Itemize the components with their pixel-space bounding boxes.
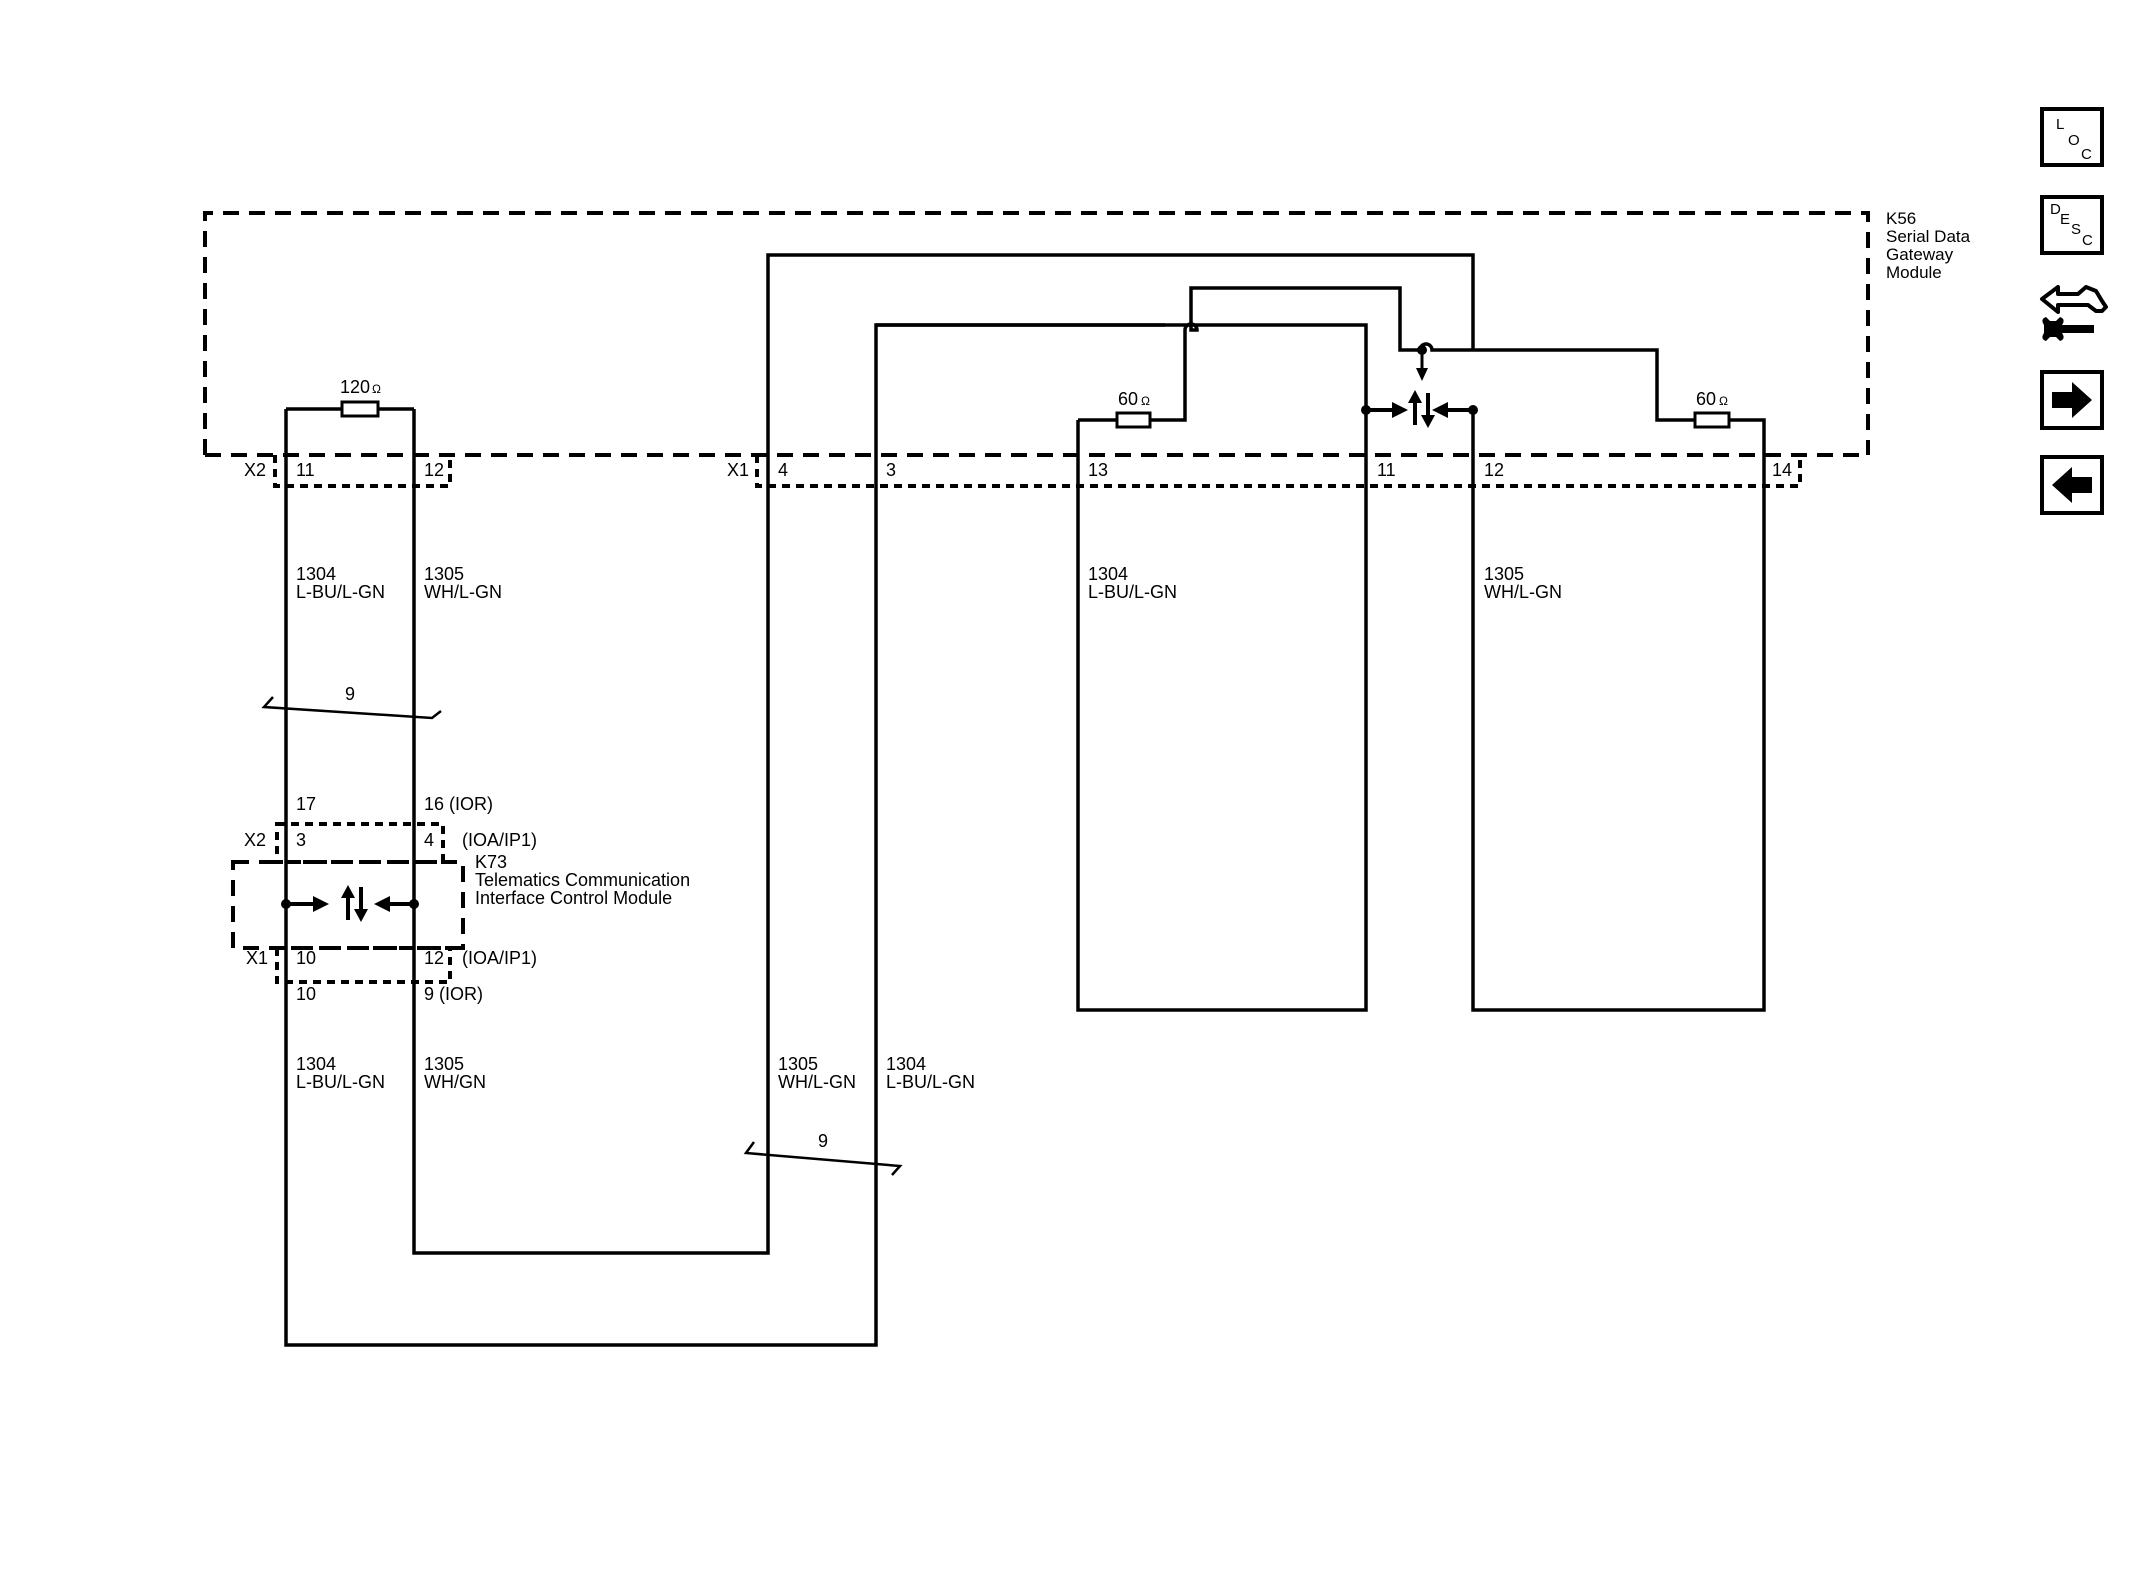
wire-label-color: WH/GN	[424, 1072, 486, 1092]
r120-resistor	[340, 400, 380, 418]
loc-letter-c: C	[2081, 146, 2092, 163]
k56-x2-connector-shell	[273, 455, 452, 488]
k56-name-line1: Serial Data	[1886, 227, 1971, 246]
pin-k73-x1-12: 12	[424, 948, 444, 968]
wire-label-circuit: 1304	[886, 1054, 926, 1074]
k56-name-line2: Gateway	[1886, 245, 1954, 264]
pin-k73-x2-4: 4	[424, 830, 434, 850]
pin-inline-9: 9 (IOR)	[424, 984, 483, 1004]
twist-count-label: 9	[345, 684, 355, 704]
wire-label-color: L-BU/L-GN	[296, 1072, 385, 1092]
k73-name-line2: Interface Control Module	[475, 888, 672, 908]
k56-module-boundary	[203, 211, 1870, 455]
pin-k56-x1-12: 12	[1484, 460, 1504, 480]
pin-k56-x1-14: 14	[1772, 460, 1792, 480]
k73-x2-connector-shell	[275, 822, 445, 864]
desc-letter-s: S	[2071, 221, 2082, 238]
r60b-value: 60	[1696, 389, 1716, 409]
pin-k56-x2-11: 11	[296, 460, 315, 480]
k73-transceiver-symbol	[281, 885, 419, 922]
wire-label-circuit: 1304	[296, 1054, 336, 1074]
wire-1304-upper-left	[284, 323, 1165, 1347]
twist-count-label: 9	[818, 1131, 828, 1151]
pin-k73-x1-10: 10	[296, 948, 316, 968]
desc-letter-e: E	[2060, 211, 2071, 228]
desc-letter-c: C	[2082, 232, 2093, 249]
wire-label-circuit: 1305	[424, 564, 464, 584]
wire-label-color: WH/L-GN	[424, 582, 502, 602]
previous-button[interactable]	[2040, 455, 2104, 515]
wire-label-color: WH/L-GN	[778, 1072, 856, 1092]
r60a-value: 60	[1118, 389, 1138, 409]
r60b-unit: Ω	[1719, 394, 1728, 408]
pin-k56-x1-11: 11	[1377, 460, 1396, 480]
k56-transceiver-symbol	[1361, 345, 1478, 428]
wire-label-circuit: 1305	[1484, 564, 1524, 584]
arrow-right-icon	[2052, 382, 2092, 418]
desc-letter-d: D	[2050, 201, 2061, 218]
wire-label-color: WH/L-GN	[1484, 582, 1562, 602]
wire-1305-upper-left	[412, 253, 1475, 1255]
twisted-pair-marker-2	[743, 1141, 903, 1176]
pin-inline-17: 17	[296, 794, 316, 814]
pin-k73-x2-4-option: (IOA/IP1)	[462, 830, 537, 850]
k56-ref-label: K56	[1886, 209, 1916, 228]
pin-k56-x1-3: 3	[886, 460, 896, 480]
pin-k56-x1-13: 13	[1088, 460, 1108, 480]
repair-info-button[interactable]	[2036, 277, 2110, 347]
k73-x1-connector-label: X1	[246, 948, 268, 968]
loc-letter-o: O	[2068, 132, 2080, 149]
location-button[interactable]: L O C	[2040, 107, 2104, 167]
k56-x2-connector-label: X2	[244, 460, 266, 480]
wire-paths	[284, 253, 1766, 1347]
k73-x1-connector-shell	[275, 946, 452, 984]
pin-k73-x2-3: 3	[296, 830, 306, 850]
arrow-left-icon	[2052, 467, 2092, 503]
wire-label-circuit: 1305	[778, 1054, 818, 1074]
k73-x2-connector-label: X2	[244, 830, 266, 850]
k56-x1-connector-shell	[755, 455, 1802, 488]
wire-label-circuit: 1304	[296, 564, 336, 584]
wire-label-color: L-BU/L-GN	[886, 1072, 975, 1092]
wire-label-color: L-BU/L-GN	[1088, 582, 1177, 602]
k56-name-line3: Module	[1886, 263, 1942, 282]
r120-unit: Ω	[372, 382, 381, 396]
twisted-pair-marker-1	[261, 696, 442, 720]
k56-x1-connector-label: X1	[727, 460, 749, 480]
k73-ref-label: K73	[475, 852, 507, 872]
pin-k73-x1-12-option: (IOA/IP1)	[462, 948, 537, 968]
r60b-resistor	[1693, 411, 1731, 429]
r60a-leads	[1078, 286, 1766, 1012]
pin-k56-x2-12: 12	[424, 460, 444, 480]
connector-wrench-icon	[2040, 285, 2108, 341]
description-button[interactable]: D E S C	[2040, 195, 2104, 255]
k73-label: K73 Telematics Communication Interface C…	[475, 852, 690, 908]
r60a-unit: Ω	[1141, 394, 1150, 408]
k56-label: K56 Serial Data Gateway Module	[1886, 209, 1971, 282]
r120-value: 120	[340, 377, 370, 397]
pin-inline-16: 16 (IOR)	[424, 794, 493, 814]
pin-inline-10: 10	[296, 984, 316, 1004]
pin-k56-x1-4: 4	[778, 460, 788, 480]
wire-label-color: L-BU/L-GN	[296, 582, 385, 602]
wire-label-circuit: 1305	[424, 1054, 464, 1074]
wire-x1-3-internal	[876, 323, 1368, 407]
next-button[interactable]	[2040, 370, 2104, 430]
wire-x1-13-loop	[1076, 407, 1368, 1012]
r60a-resistor	[1115, 411, 1152, 429]
wire-label-circuit: 1304	[1088, 564, 1128, 584]
loc-letter-l: L	[2056, 116, 2065, 133]
k73-name-line1: Telematics Communication	[475, 870, 690, 890]
